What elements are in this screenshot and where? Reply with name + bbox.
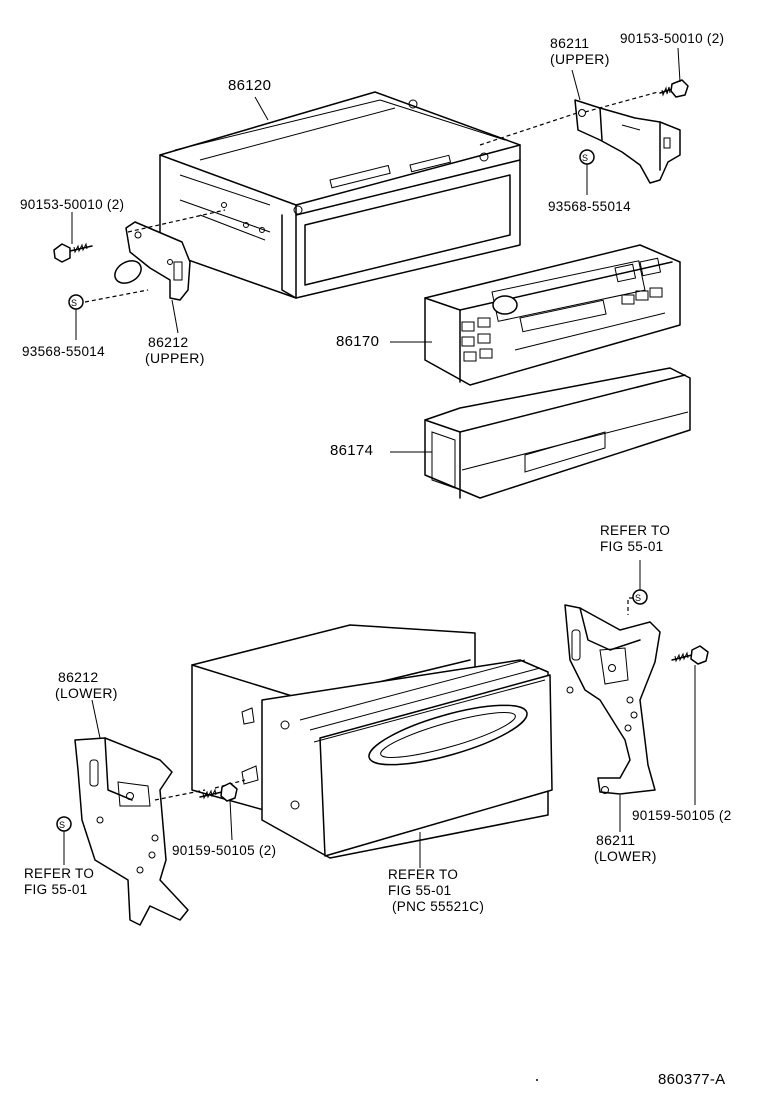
control-panel-86170: [424, 244, 681, 386]
screw-90153-left: [53, 242, 93, 263]
dash-line-left-bracket: [127, 209, 226, 233]
leader-86212-upper: [171, 299, 179, 334]
screw-90159-right: [671, 645, 709, 665]
diagram-code: 860377-A: [658, 1071, 726, 1088]
leader-86212-lower: [91, 699, 101, 739]
label-refer-center-line1: REFER TO: [388, 867, 459, 882]
leader-90153-right: [677, 47, 681, 83]
dash-line-right-bracket: [479, 111, 581, 146]
bracket-86211-upper: [574, 99, 681, 184]
label-90159-center: 90159-50105 (2): [172, 843, 277, 858]
label-90153-right: 90153-50010 (2): [620, 31, 725, 46]
cover-86174: [424, 367, 691, 499]
s-mark-right-letter: S: [582, 153, 589, 163]
label-86212-upper-number: 86212: [148, 334, 189, 350]
screw-90159-center: [199, 782, 238, 802]
radio-assembly-lower: [191, 624, 553, 859]
dash-line-right-screw: [584, 91, 659, 113]
bracket-86212-upper: [114, 221, 191, 301]
label-86174: 86174: [330, 442, 374, 459]
label-86211-upper-number: 86211: [550, 35, 590, 51]
label-refer-left-line2: FIG 55-01: [24, 882, 88, 897]
label-refer-center-line3: (PNC 55521C): [392, 899, 485, 914]
s-mark-lower-right-letter: S: [635, 593, 642, 603]
s-mark-left-letter: S: [71, 298, 78, 308]
label-86211-upper-position: (UPPER): [550, 51, 610, 67]
label-refer-top-right-line2: FIG 55-01: [600, 539, 664, 554]
label-86170: 86170: [336, 333, 380, 350]
label-86120: 86120: [228, 77, 272, 94]
bracket-86211-lower: [564, 604, 661, 795]
label-90159-right: 90159-50105 (2: [632, 808, 732, 823]
dash-line-left-s: [84, 289, 149, 303]
label-refer-left-line1: REFER TO: [24, 866, 95, 881]
label-refer-top-right-line1: REFER TO: [600, 523, 671, 538]
label-93568-left: 93568-55014: [22, 344, 105, 359]
radio-chassis-86120: [159, 91, 521, 299]
label-86212-lower-number: 86212: [58, 669, 99, 685]
label-93568-right: 93568-55014: [548, 199, 631, 214]
leader-90159-center: [229, 799, 233, 841]
leader-86120: [254, 96, 269, 121]
label-86212-upper-position: (UPPER): [145, 350, 205, 366]
label-86211-lower-number: 86211: [596, 832, 636, 848]
bracket-86212-lower: [74, 737, 189, 926]
dot-mark: [536, 1079, 538, 1081]
label-refer-center-line2: FIG 55-01: [388, 883, 452, 898]
s-mark-lower-left-letter: S: [59, 820, 66, 830]
dash-line-lower-left: [154, 789, 206, 801]
dash-line-s-lower-right: [627, 597, 633, 615]
label-90153-left: 90153-50010 (2): [20, 197, 125, 212]
label-86212-lower-position: (LOWER): [55, 685, 118, 701]
screw-90153-right: [659, 79, 689, 98]
leader-86211-upper: [571, 69, 581, 101]
label-86211-lower-position: (LOWER): [594, 848, 657, 864]
